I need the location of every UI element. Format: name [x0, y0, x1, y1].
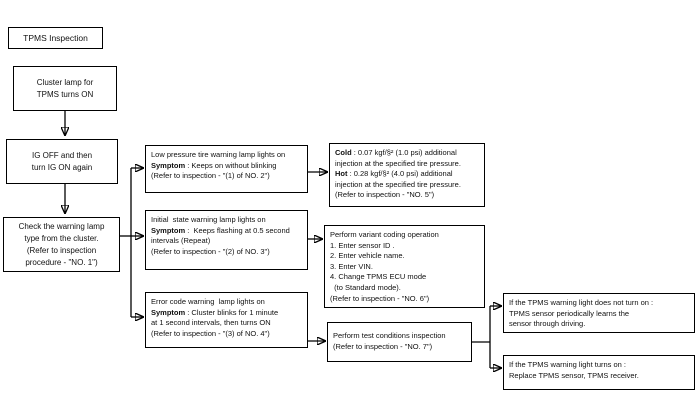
text-line: sensor through driving.	[509, 319, 586, 329]
text-line: Check the warning lamp	[18, 221, 105, 231]
text-line: 3. Enter VIN.	[330, 261, 373, 271]
text-line: type from the cluster.	[24, 233, 99, 243]
text-line: (Refer to inspection - "NO. 7")	[333, 342, 433, 351]
text-line: (Refer to inspection - "(2) of NO. 3")	[151, 246, 270, 256]
text-line: 1. Enter sensor ID .	[330, 240, 395, 250]
node-warning-light-not-on: If the TPMS warning light does not turn …	[503, 293, 695, 333]
text-line: intervals (Repeat)	[151, 236, 211, 246]
text-line: Initial state warning lamp lights on	[151, 215, 266, 224]
diagram-title: TPMS Inspection	[8, 27, 103, 49]
text-line: (to Standard mode).	[330, 282, 401, 292]
text-line: 2. Enter vehicle name.	[330, 251, 405, 261]
text-line: IG OFF and then	[31, 150, 93, 160]
text-line: Replace TPMS sensor, TPMS receiver.	[509, 370, 639, 380]
text-line: (Refer to inspection - "(3) of NO. 4")	[151, 328, 270, 338]
text-line: injection at the specified tire pressure…	[335, 158, 461, 168]
text-line: (Refer to inspection - "(1) of NO. 2")	[151, 171, 270, 181]
text-line: 4. Change TPMS ECU mode	[330, 272, 427, 282]
text-line: TPMS sensor periodically learns the	[509, 308, 630, 318]
text-line: at 1 second intervals, then turns ON	[151, 318, 271, 328]
text-line: turn IG ON again	[31, 162, 93, 172]
text-line: TPMS turns ON	[36, 89, 94, 99]
node-check-warning-lamp: Check the warning lamp type from the clus…	[3, 217, 120, 272]
text-line: TPMS Inspection	[23, 33, 88, 43]
text-line: procedure - "NO. 1")	[25, 257, 98, 267]
text-line: Symptom : Keeps on without blinking	[151, 160, 277, 170]
text-line: If the TPMS warning light does not turn …	[509, 298, 654, 307]
text-line: Symptom : Cluster blinks for 1 minute	[151, 307, 279, 317]
text-line: Hot : 0.28 kgf/§² (4.0 psi) additional	[335, 169, 453, 179]
text-line: (Refer to inspection - "NO. 5")	[335, 190, 435, 200]
node-test-conditions: Perform test conditions inspection(Refer…	[327, 322, 472, 362]
node-warning-light-on: If the TPMS warning light turns on :Repl…	[503, 355, 695, 390]
text-line: Cluster lamp for	[36, 77, 94, 87]
text-line: (Refer to inspection - "NO. 6")	[330, 293, 430, 303]
node-low-pressure-warning: Low pressure tire warning lamp lights on…	[145, 145, 308, 193]
text-line: Perform variant coding operation	[330, 230, 439, 239]
text-line: Low pressure tire warning lamp lights on	[151, 150, 286, 159]
text-line: Cold : 0.07 kgf/§² (1.0 psi) additional	[335, 148, 457, 157]
text-line: injection at the specified tire pressure…	[335, 179, 461, 189]
text-line: Symptom : Keeps flashing at 0.5 second	[151, 225, 290, 235]
text-line: Perform test conditions inspection	[333, 331, 446, 341]
text-line: If the TPMS warning light turns on :	[509, 360, 627, 369]
text-line: (Refer to inspection	[26, 245, 97, 255]
text-line: Error code warning lamp lights on	[151, 297, 265, 306]
node-ig-off: IG OFF and then turn IG ON again	[6, 139, 118, 184]
